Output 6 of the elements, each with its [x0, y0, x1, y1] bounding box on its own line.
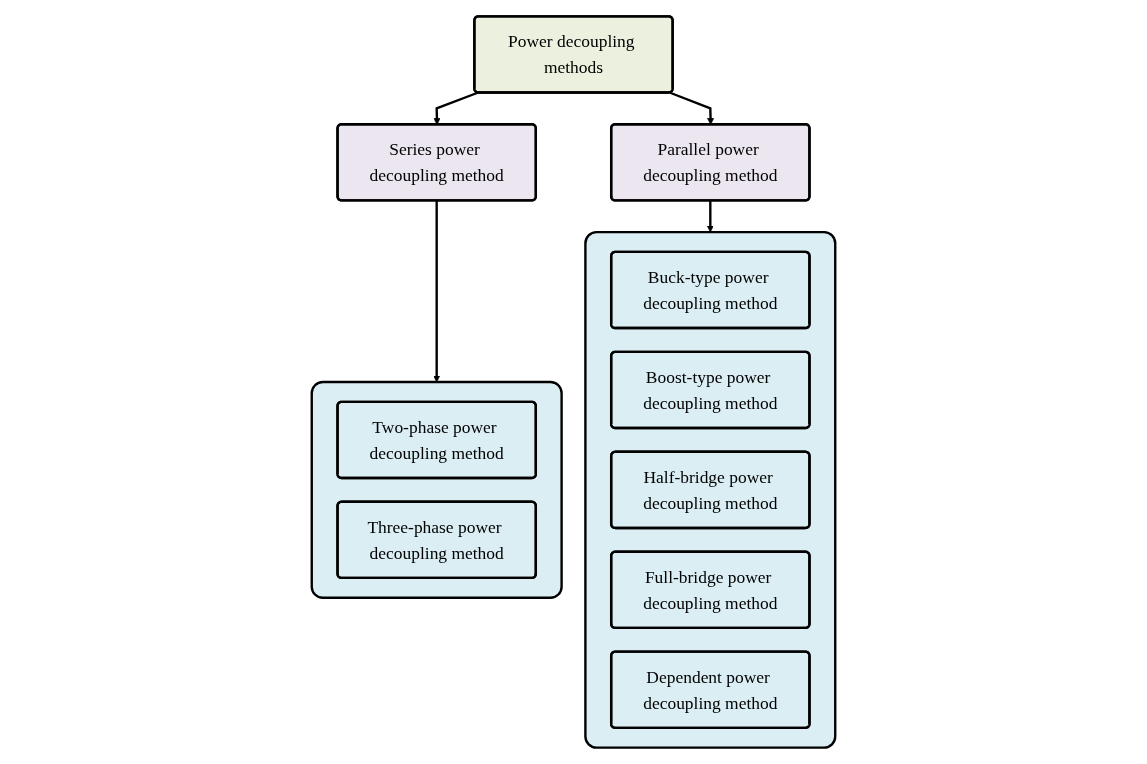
arrow: [433, 91, 479, 125]
arrow: [706, 200, 714, 233]
cluster: [310, 380, 563, 599]
cluster: [584, 230, 837, 749]
arrow: [433, 200, 441, 383]
arrow: [669, 91, 715, 125]
